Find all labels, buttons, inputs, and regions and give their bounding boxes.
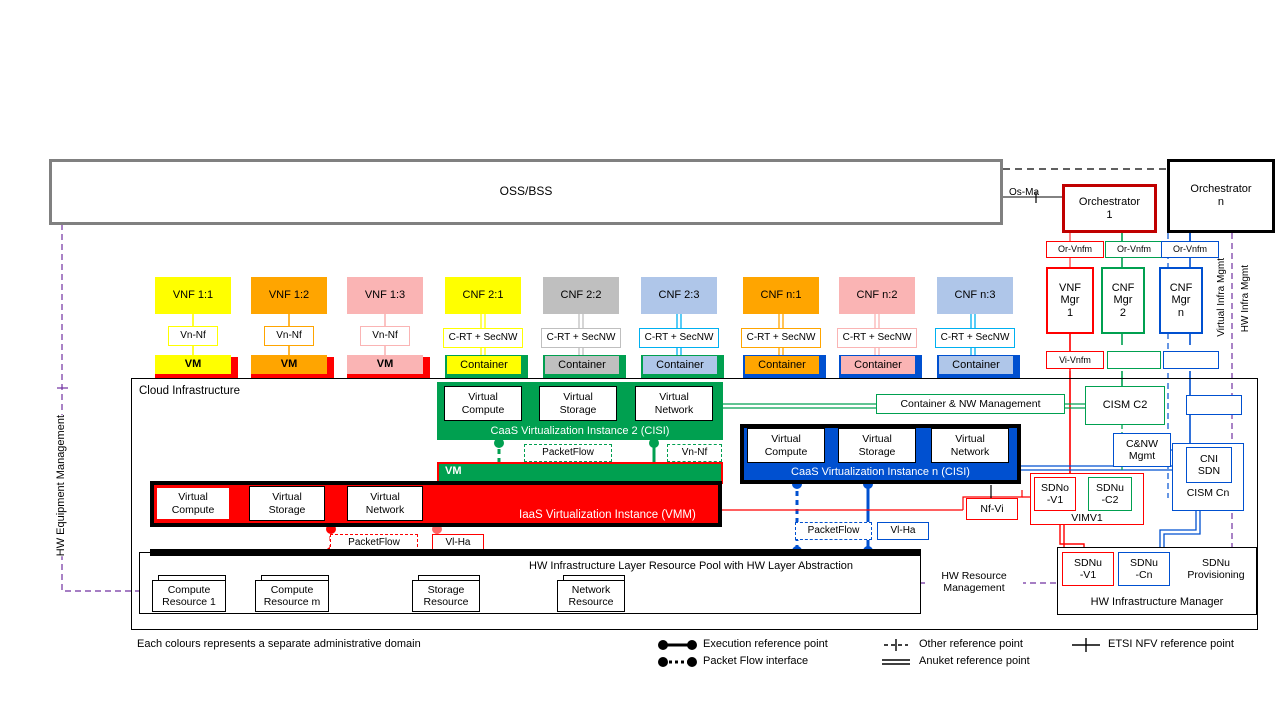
cnf-box-5[interactable]: CNF n:2 xyxy=(839,277,915,314)
vi-vnfm-reference[interactable]: Vi-Vnfm xyxy=(1046,351,1104,369)
cloud-infrastructure-frame xyxy=(131,378,1258,630)
vimv1-label: VIMV1 xyxy=(1071,511,1103,524)
vmm-virtual-compute[interactable]: Virtual Compute xyxy=(155,486,231,521)
hw-pool-topbar xyxy=(150,549,921,556)
c-rt-secnw-reference-3[interactable]: C-RT + SecNW xyxy=(639,328,719,348)
cisin-virtual-storage[interactable]: Virtual Storage xyxy=(838,428,916,463)
virtual-infra-mgmt-label: Virtual Infra Mgmt xyxy=(1216,258,1227,337)
vm-box-2[interactable]: VM xyxy=(251,355,327,374)
or-vnfm-vnf[interactable]: Or-Vnfm xyxy=(1046,241,1104,258)
legend-item-packet-flow-interface: Packet Flow interface xyxy=(703,655,809,667)
cnf-box-6[interactable]: CNF n:3 xyxy=(937,277,1013,314)
cnf-box-4[interactable]: CNF n:1 xyxy=(743,277,819,314)
cni-sdn-box[interactable]: CNI SDN xyxy=(1186,447,1232,483)
cisin-packetflow-reference[interactable]: PacketFlow xyxy=(795,522,872,540)
cisin-title: CaaS Virtualization Instance n (CISI) xyxy=(791,465,970,478)
cnf-box-3[interactable]: CNF 2:3 xyxy=(641,277,717,314)
cnf-mgr-2-label: CNF Mgr 2 xyxy=(1111,281,1135,319)
vnf-box-1[interactable]: VNF 1:1 xyxy=(155,277,231,314)
vnf-mgr-1-label: VNF Mgr 1 xyxy=(1059,281,1081,319)
cisi2-virtual-compute[interactable]: Virtual Compute xyxy=(444,386,522,421)
vmm-title: IaaS Virtualization Instance (VMM) xyxy=(519,509,696,521)
cisin-virtual-network[interactable]: Virtual Network xyxy=(931,428,1009,463)
c-rt-secnw-reference-1[interactable]: C-RT + SecNW xyxy=(443,328,523,348)
ossbss-label: OSS/BSS xyxy=(499,184,553,199)
hw-infra-mgmt-label: HW Infra Mgmt xyxy=(1240,265,1251,333)
vmm-virtual-storage[interactable]: Virtual Storage xyxy=(249,486,325,521)
nf-vi-reference[interactable]: Nf-Vi xyxy=(966,498,1018,520)
cnf-mgr-2-box[interactable]: CNF Mgr 2 xyxy=(1101,267,1145,334)
container-box-2[interactable]: Container xyxy=(545,356,619,374)
or-vnfm-cnfn[interactable]: Or-Vnfm xyxy=(1161,241,1219,258)
sdnu-cn-box[interactable]: SDNu -Cn xyxy=(1118,552,1170,586)
orchestrator-n-label: Orchestrator n xyxy=(1190,183,1252,208)
sdnu-c2-box[interactable]: SDNu -C2 xyxy=(1088,477,1132,511)
vnf-box-2[interactable]: VNF 1:2 xyxy=(251,277,327,314)
sdnu-provisioning-box[interactable]: SDNu Provisioning xyxy=(1187,556,1245,581)
container-nw-management-box[interactable]: Container & NW Management xyxy=(876,394,1065,414)
orchestrator-n-box[interactable]: Orchestrator n xyxy=(1167,159,1275,233)
vnf-box-3[interactable]: VNF 1:3 xyxy=(347,277,423,314)
container-box-6[interactable]: Container xyxy=(939,356,1013,374)
sdnu-v1-box[interactable]: SDNu -V1 xyxy=(1062,552,1114,586)
cism-c2-box[interactable]: CISM C2 xyxy=(1085,386,1165,425)
legend-item-anuket-reference-point: Anuket reference point xyxy=(919,655,1030,667)
network-resource[interactable]: Network Resource xyxy=(557,580,625,612)
cism-cn-label: CISM Cn xyxy=(1186,486,1230,499)
c-rt-secnw-reference-6[interactable]: C-RT + SecNW xyxy=(935,328,1015,348)
cnf-mgr-n-box[interactable]: CNF Mgr n xyxy=(1159,267,1203,334)
cnf-box-1[interactable]: CNF 2:1 xyxy=(445,277,521,314)
vn-nf-reference-3[interactable]: Vn-Nf xyxy=(360,326,410,346)
cisin-virtual-compute[interactable]: Virtual Compute xyxy=(747,428,825,463)
vmm-container[interactable] xyxy=(150,481,722,527)
ossbss-box[interactable]: OSS/BSS xyxy=(49,159,1003,225)
hw-resource-management-label: HW Resource Management xyxy=(925,565,1023,599)
vnf-mgr-1-box[interactable]: VNF Mgr 1 xyxy=(1046,267,1094,334)
legend-item-etsi-nfv-reference-point: ETSI NFV reference point xyxy=(1108,638,1234,650)
legend-item-execution-reference-point: Execution reference point xyxy=(703,638,828,650)
cnw-mgmt-box[interactable]: C&NW Mgmt xyxy=(1113,433,1171,467)
vn-nf-reference-2[interactable]: Vn-Nf xyxy=(264,326,314,346)
cisi2-vn-nf-reference[interactable]: Vn-Nf xyxy=(667,444,722,462)
cisi2-virtual-storage[interactable]: Virtual Storage xyxy=(539,386,617,421)
cloud-infrastructure-label: Cloud Infrastructure xyxy=(139,385,240,397)
container-box-4[interactable]: Container xyxy=(745,356,819,374)
orchestrator-1-label: Orchestrator 1 xyxy=(1078,195,1141,221)
cisin-vl-ha-reference[interactable]: Vl-Ha xyxy=(877,522,929,540)
legend-item-other-reference-point: Other reference point xyxy=(919,638,1023,650)
c-rt-secnw-reference-2[interactable]: C-RT + SecNW xyxy=(541,328,621,348)
c-rt-secnw-reference-4[interactable]: C-RT + SecNW xyxy=(741,328,821,348)
orchestrator-1-box[interactable]: Orchestrator 1 xyxy=(1062,184,1157,233)
c-rt-secnw-reference-5[interactable]: C-RT + SecNW xyxy=(837,328,917,348)
vi-vnfm-reference-cnfn[interactable] xyxy=(1163,351,1219,369)
cisi2-packetflow-reference[interactable]: PacketFlow xyxy=(524,444,612,462)
compute-resource-m[interactable]: Compute Resource m xyxy=(255,580,329,612)
cisi2-virtual-network[interactable]: Virtual Network xyxy=(635,386,713,421)
vm-box-1[interactable]: VM xyxy=(155,355,231,374)
vmm-virtual-network[interactable]: Virtual Network xyxy=(347,486,423,521)
blue-empty-box[interactable] xyxy=(1186,395,1242,415)
vn-nf-reference-1[interactable]: Vn-Nf xyxy=(168,326,218,346)
cnf-box-2[interactable]: CNF 2:2 xyxy=(543,277,619,314)
vi-vnfm-reference-cnf2[interactable] xyxy=(1107,351,1161,369)
sdno-v1-box[interactable]: SDNo -V1 xyxy=(1034,477,1076,511)
admin-domain-note: Each colours represents a separate admin… xyxy=(137,638,421,650)
vm-box-3[interactable]: VM xyxy=(347,355,423,374)
storage-resource[interactable]: Storage Resource xyxy=(412,580,480,612)
container-box-5[interactable]: Container xyxy=(841,356,915,374)
container-box-1[interactable]: Container xyxy=(447,356,521,374)
or-vnfm-cnf2[interactable]: Or-Vnfm xyxy=(1105,241,1163,258)
os-ma-label: Os-Ma xyxy=(1009,187,1039,199)
cisi2-title: CaaS Virtualization Instance 2 (CISI) xyxy=(490,424,670,437)
cnf-mgr-n-label: CNF Mgr n xyxy=(1169,281,1193,319)
compute-resource-1[interactable]: Compute Resource 1 xyxy=(152,580,226,612)
hw-equipment-management-label: HW Equipment Management xyxy=(55,415,67,557)
container-box-3[interactable]: Container xyxy=(643,356,717,374)
cisi2-vm-label: VM xyxy=(445,465,462,477)
hw-pool-title: HW Infrastructure Layer Resource Pool wi… xyxy=(529,560,854,572)
hw-infrastructure-manager-label: HW Infrastructure Manager xyxy=(1090,595,1224,608)
